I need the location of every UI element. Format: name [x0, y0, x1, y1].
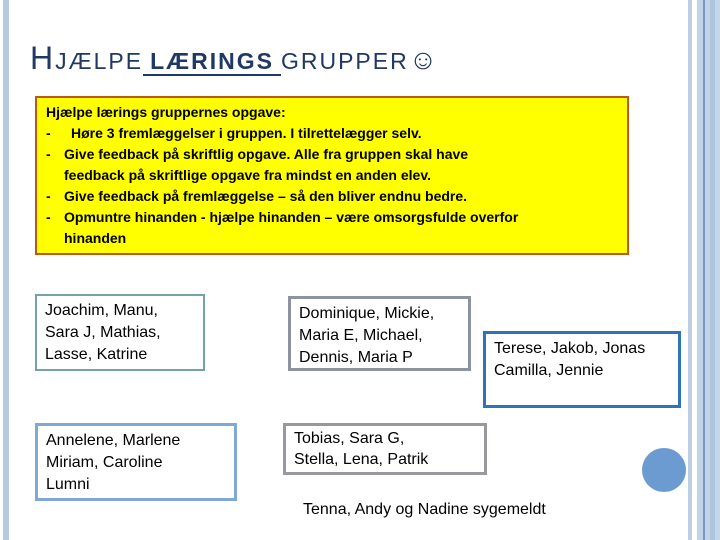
right-edge-stripe-thin [688, 0, 692, 540]
bullet-dash: - [46, 125, 51, 141]
task-bullet: - Høre 3 fremlæggelser i gruppen. I tilr… [46, 123, 618, 144]
bullet-text: Give feedback på fremlæggelse – så den b… [64, 188, 468, 204]
bullet-dash: - [46, 146, 51, 162]
title-initial: H [30, 40, 56, 76]
bullet-text: Opmuntre hinanden - hjælpe hinanden – væ… [64, 209, 519, 246]
group-box-4: Annelene, Marlene Miriam, Caroline Lumni [35, 423, 237, 501]
title-prefix: JÆLPE [55, 48, 144, 74]
task-bullet: - Give feedback på fremlæggelse – så den… [46, 186, 618, 207]
bullet-dash: - [46, 209, 51, 225]
sick-note: Tenna, Andy og Nadine sygemeldt [303, 501, 546, 518]
right-edge-stripe-band [697, 0, 720, 540]
task-box-heading: Hjælpe lærings gruppernes opgave: [46, 104, 286, 120]
task-bullet: - Give feedback på skriftlig opgave. All… [46, 144, 618, 186]
task-bullet: - Opmuntre hinanden - hjælpe hinanden – … [46, 207, 618, 249]
bullet-text: Give feedback på skriftlig opgave. Alle … [64, 146, 469, 183]
title-suffix: GRUPPER [280, 48, 409, 74]
bullet-dash: - [46, 188, 51, 204]
group-box-2: Dominique, Mickie, Maria E, Michael, Den… [288, 296, 471, 371]
group-box-5: Tobias, Sara G, Stella, Lena, Patrik [283, 423, 487, 475]
group-box-3: Terese, Jakob, Jonas Camilla, Jennie [483, 331, 681, 408]
title-emphasis: LÆRINGS [143, 48, 281, 76]
bullet-text: Høre 3 fremlæggelser i gruppen. I tilret… [71, 125, 422, 141]
smiley-icon: ☺ [408, 44, 438, 75]
group-box-1: Joachim, Manu, Sara J, Mathias, Lasse, K… [35, 294, 205, 371]
task-box: Hjælpe lærings gruppernes opgave: - Høre… [35, 96, 629, 255]
blue-circle-decoration [642, 448, 686, 492]
left-edge-stripe [3, 0, 9, 540]
